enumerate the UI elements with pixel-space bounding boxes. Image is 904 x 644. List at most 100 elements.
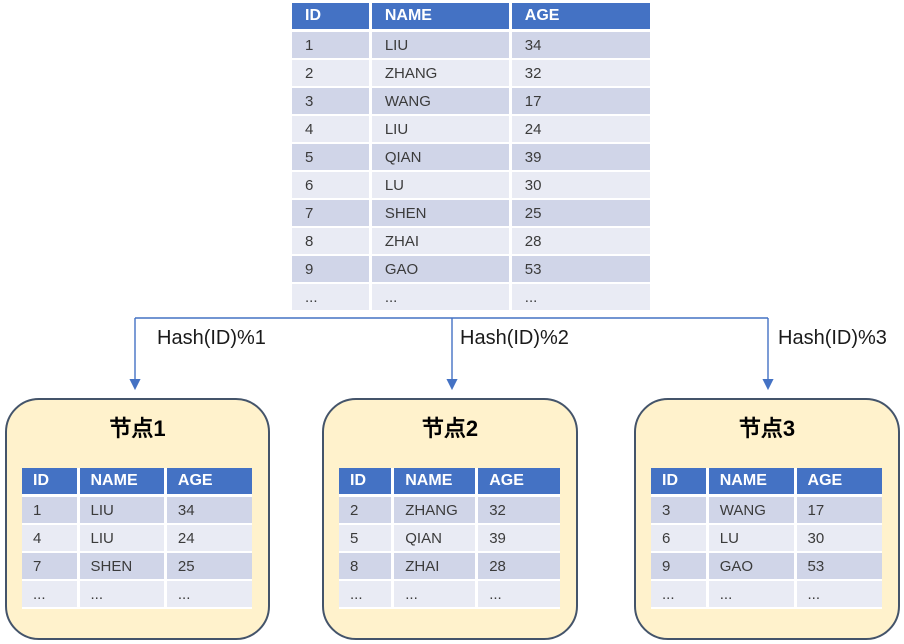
table-cell: LIU bbox=[371, 116, 512, 144]
column-header: AGE bbox=[478, 468, 560, 497]
column-header: ID bbox=[339, 468, 395, 497]
table-cell: 32 bbox=[511, 60, 650, 88]
table-cell: 1 bbox=[292, 32, 372, 60]
table-cell: 25 bbox=[511, 200, 650, 228]
table-cell: LU bbox=[371, 172, 512, 200]
node-title-3: 节点3 bbox=[738, 416, 796, 441]
table-row: ......... bbox=[339, 581, 560, 609]
table-cell: ... bbox=[292, 284, 372, 312]
column-header: NAME bbox=[371, 3, 512, 32]
table-cell: GAO bbox=[708, 553, 797, 581]
column-header: NAME bbox=[708, 468, 797, 497]
table-cell: 53 bbox=[511, 256, 650, 284]
table-cell: LIU bbox=[371, 32, 512, 60]
table-cell: 24 bbox=[511, 116, 650, 144]
table-cell: 2 bbox=[292, 60, 372, 88]
node-title-2: 节点2 bbox=[421, 416, 479, 441]
table-cell: ... bbox=[651, 581, 709, 609]
table-cell: ZHANG bbox=[394, 497, 479, 525]
column-header: AGE bbox=[166, 468, 252, 497]
table-cell: SHEN bbox=[371, 200, 512, 228]
table-row: ......... bbox=[651, 581, 882, 609]
table-cell: SHEN bbox=[79, 553, 167, 581]
table-cell: WANG bbox=[371, 88, 512, 116]
table-cell: ... bbox=[79, 581, 167, 609]
node-title-1: 节点1 bbox=[109, 416, 166, 441]
table-cell: 4 bbox=[22, 525, 80, 553]
hash-label-1: Hash(ID)%1 bbox=[157, 327, 266, 349]
table-cell: WANG bbox=[708, 497, 797, 525]
table-cell: QIAN bbox=[371, 144, 512, 172]
table-cell: 3 bbox=[292, 88, 372, 116]
table-cell: 6 bbox=[292, 172, 372, 200]
table-row: ......... bbox=[292, 284, 650, 312]
table-cell: 28 bbox=[511, 228, 650, 256]
table-cell: 4 bbox=[292, 116, 372, 144]
table-cell: ... bbox=[708, 581, 797, 609]
column-header: NAME bbox=[79, 468, 167, 497]
table-cell: 17 bbox=[796, 497, 882, 525]
table-cell: 5 bbox=[339, 525, 395, 553]
table-cell: LIU bbox=[79, 497, 167, 525]
column-header: ID bbox=[22, 468, 80, 497]
table-cell: 8 bbox=[292, 228, 372, 256]
table-cell: 17 bbox=[511, 88, 650, 116]
table-cell: 39 bbox=[478, 525, 560, 553]
table-cell: 39 bbox=[511, 144, 650, 172]
table-cell: 9 bbox=[651, 553, 709, 581]
column-header: AGE bbox=[796, 468, 882, 497]
column-header: NAME bbox=[394, 468, 479, 497]
table-row: ......... bbox=[22, 581, 252, 609]
table-cell: 30 bbox=[511, 172, 650, 200]
table-cell: ... bbox=[511, 284, 650, 312]
table-cell: LU bbox=[708, 525, 797, 553]
table-cell: 53 bbox=[796, 553, 882, 581]
table-cell: ZHANG bbox=[371, 60, 512, 88]
table-cell: ... bbox=[339, 581, 395, 609]
table-cell: GAO bbox=[371, 256, 512, 284]
table-cell: ... bbox=[22, 581, 80, 609]
table-cell: 1 bbox=[22, 497, 80, 525]
table-cell: 6 bbox=[651, 525, 709, 553]
table-cell: 24 bbox=[166, 525, 252, 553]
table-cell: 30 bbox=[796, 525, 882, 553]
table-cell: ZHAI bbox=[371, 228, 512, 256]
table-cell: 7 bbox=[22, 553, 80, 581]
table-cell: ... bbox=[796, 581, 882, 609]
table-cell: 9 bbox=[292, 256, 372, 284]
